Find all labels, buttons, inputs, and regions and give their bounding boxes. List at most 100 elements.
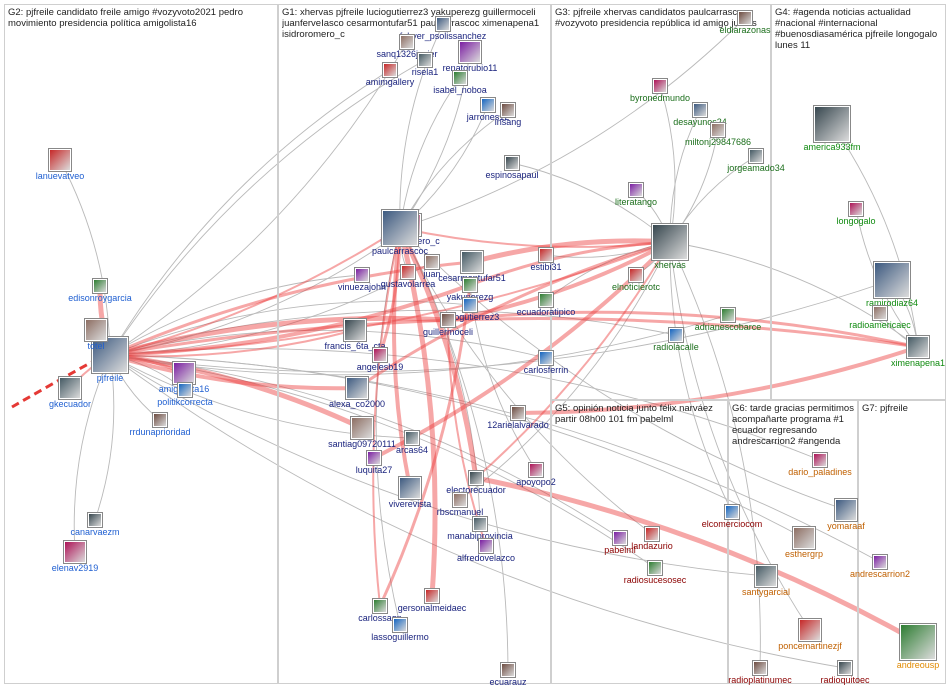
node-label: rrdunaprioridad	[129, 427, 191, 437]
avatar	[63, 540, 87, 564]
avatar	[528, 462, 544, 478]
node-label: totel	[87, 341, 105, 351]
edge-strong	[475, 241, 671, 479]
avatar	[720, 307, 736, 323]
edge-weak	[109, 309, 677, 356]
avatar	[724, 504, 740, 520]
node-label: santiag09720111	[328, 439, 396, 449]
group-g6: G6: tarde gracias permitimos acompañarte…	[728, 400, 858, 684]
node-label: fabyer_psolissanchez	[399, 31, 487, 41]
node-label: gustavolarrea	[380, 279, 436, 289]
edge-strong	[446, 310, 920, 349]
avatar	[343, 318, 367, 342]
edge-weak	[399, 227, 653, 535]
node-label: pjfreile	[96, 373, 124, 383]
node-label: francis_6ta_cta	[324, 341, 386, 351]
node-label: radioamericaec	[849, 320, 911, 330]
node-label: apoyopo2	[516, 477, 556, 487]
edge-weak	[109, 59, 426, 356]
node-label: estibi31	[530, 262, 562, 272]
edge-strong	[372, 227, 401, 607]
node-label: miltonj29847686	[684, 137, 752, 147]
edge-weak	[669, 241, 919, 348]
node-label: manabiprovincia	[447, 531, 513, 541]
group-label: G7: pjfreile	[862, 403, 908, 414]
edge-weak	[831, 123, 919, 348]
node-label: alexa_co2000	[328, 399, 386, 409]
node-label: ramirodiaz64	[865, 298, 919, 308]
avatar	[812, 452, 828, 468]
node-label: insang	[494, 117, 522, 127]
edge-weak	[399, 23, 444, 229]
edge-weak	[669, 241, 811, 631]
edge-weak	[109, 279, 893, 373]
node-label: viverevista	[388, 499, 432, 509]
avatar	[366, 450, 382, 466]
avatar	[647, 560, 663, 576]
edge-weak	[109, 354, 881, 563]
group-g1: G1: xhervas pjfreile luciogutierrez3 yak…	[278, 4, 551, 684]
avatar	[906, 335, 930, 359]
node-label: gkecuador	[48, 399, 92, 409]
edge-strong	[109, 329, 356, 358]
avatar	[84, 318, 108, 342]
avatar	[398, 476, 422, 500]
avatar	[472, 516, 488, 532]
node-label: dario_paladines	[788, 467, 852, 477]
edge-weak	[109, 354, 767, 577]
node-label: lassoguillermo	[371, 632, 429, 642]
node-label: landazurio	[631, 541, 673, 551]
avatar	[460, 250, 484, 274]
node-label: yakuperezg	[446, 292, 494, 302]
avatar	[500, 102, 516, 118]
avatar	[668, 327, 684, 343]
node-label: amimgallery	[365, 77, 415, 87]
node-label: esthergrp	[784, 549, 824, 559]
node-label: risela1	[411, 67, 439, 77]
avatar	[392, 617, 408, 633]
node-label: xhervas	[654, 260, 686, 270]
avatar	[381, 209, 419, 247]
group-g4: G4: #agenda noticias actualidad #naciona…	[771, 4, 946, 400]
node-label: jorgeamado34	[727, 163, 785, 173]
node-label: angelesb19	[356, 362, 404, 372]
node-label: carlossagn	[358, 613, 402, 623]
node-label: carlosferrin	[523, 365, 569, 375]
node-label: desayunos24	[673, 117, 727, 127]
edge-weak	[73, 354, 111, 553]
edge-weak	[94, 354, 115, 521]
edge-strong	[399, 227, 671, 248]
node-label: luquita27	[355, 465, 393, 475]
avatar	[813, 105, 851, 143]
avatar	[837, 660, 853, 676]
edge-strong	[108, 353, 359, 391]
avatar	[872, 305, 888, 321]
avatar	[468, 470, 484, 486]
avatar	[872, 554, 888, 570]
avatar	[462, 277, 478, 293]
edge-strong	[107, 352, 365, 431]
node-label: politikcorrecta	[157, 397, 213, 407]
avatar	[792, 526, 816, 550]
node-label: ecuadoratipico	[516, 307, 576, 317]
avatar	[424, 254, 440, 270]
avatar	[152, 412, 168, 428]
node-label: elnoticierotc	[611, 282, 661, 292]
edge-weak	[399, 17, 746, 229]
node-label: radioquitoec	[820, 675, 870, 685]
group-g2: G2: pjfreile candidato freile amigo #voz…	[4, 4, 278, 684]
node-label: andreousp	[896, 660, 940, 670]
avatar	[382, 62, 398, 78]
avatar	[798, 618, 822, 642]
avatar	[752, 660, 768, 676]
node-label: juan	[423, 269, 441, 279]
avatar	[372, 347, 388, 363]
edge-weak	[109, 348, 821, 461]
node-label: jarrones12	[466, 112, 510, 122]
avatar	[538, 350, 554, 366]
avatar	[177, 382, 193, 398]
edge-strong	[446, 240, 672, 322]
edge-weak	[59, 159, 111, 356]
edge-weak	[459, 241, 671, 501]
edge-weak	[109, 354, 846, 669]
